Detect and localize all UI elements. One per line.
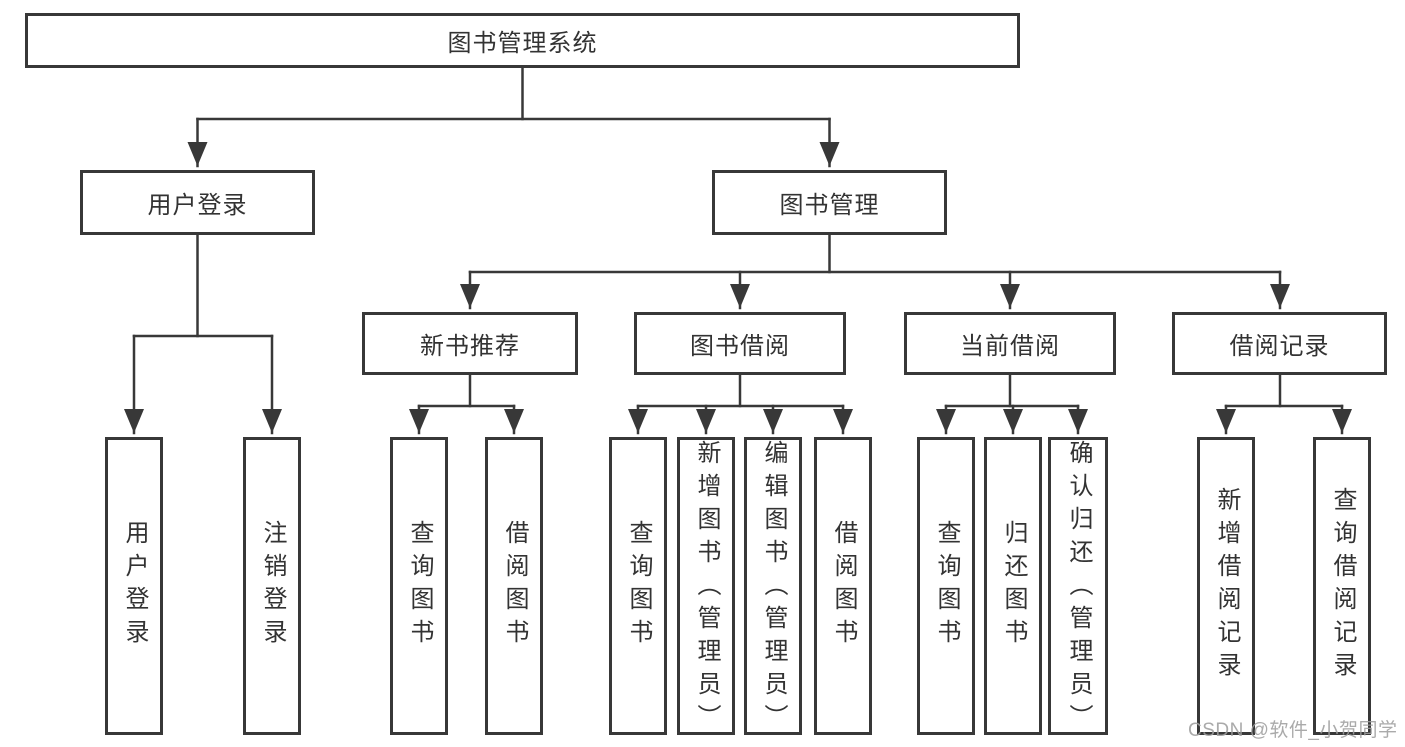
leaf-label: 借阅图书: [830, 520, 857, 652]
leaf-label: 查询图书: [933, 520, 960, 652]
leaf-query-books-current: 查询图书: [917, 437, 975, 735]
leaf-label: 用户登录: [121, 520, 148, 652]
leaf-borrow-books-recommend: 借阅图书: [485, 437, 543, 735]
leaf-query-borrow-record: 查询借阅记录: [1313, 437, 1371, 735]
node-book-management: 图书管理: [712, 170, 947, 235]
leaf-label: 注销登录: [259, 520, 286, 652]
csdn-watermark: CSDN @软件_小贺同学: [1188, 720, 1398, 741]
node-label: 图书管理系统: [447, 30, 598, 57]
leaf-edit-books-admin: 编辑图书（管理员）: [744, 437, 802, 737]
leaf-logout: 注销登录: [243, 437, 301, 735]
leaf-label: 查询借阅记录: [1329, 487, 1356, 685]
leaf-user-login: 用户登录: [105, 437, 163, 735]
leaf-label: 新增图书（管理员）: [693, 440, 720, 737]
leaf-add-books-admin: 新增图书（管理员）: [677, 437, 735, 737]
node-label: 用户登录: [147, 192, 248, 219]
node-borrow-records: 借阅记录: [1172, 312, 1387, 375]
leaf-label: 确认归还（管理员）: [1065, 440, 1092, 737]
node-user-login: 用户登录: [80, 170, 315, 235]
leaf-label: 编辑图书（管理员）: [760, 440, 787, 737]
node-new-book-recommend: 新书推荐: [362, 312, 578, 375]
leaf-label: 查询图书: [406, 520, 433, 652]
node-label: 当前借阅: [960, 333, 1060, 360]
leaf-return-books: 归还图书: [984, 437, 1042, 735]
node-label: 借阅记录: [1229, 333, 1330, 360]
node-label: 图书借阅: [690, 333, 790, 360]
leaf-add-borrow-record: 新增借阅记录: [1197, 437, 1255, 735]
leaf-query-books-borrow: 查询图书: [609, 437, 667, 735]
leaf-query-books-recommend: 查询图书: [390, 437, 448, 735]
node-label: 新书推荐: [420, 333, 520, 360]
node-label: 图书管理: [779, 192, 880, 219]
node-book-borrow: 图书借阅: [634, 312, 846, 375]
leaf-label: 查询图书: [625, 520, 652, 652]
leaf-confirm-return-admin: 确认归还（管理员）: [1048, 437, 1108, 737]
leaf-borrow-books: 借阅图书: [814, 437, 872, 735]
node-library-management-system: 图书管理系统: [25, 13, 1020, 68]
leaf-label: 借阅图书: [501, 520, 528, 652]
node-current-borrow: 当前借阅: [904, 312, 1116, 375]
leaf-label: 新增借阅记录: [1213, 487, 1240, 685]
leaf-label: 归还图书: [1000, 520, 1027, 652]
